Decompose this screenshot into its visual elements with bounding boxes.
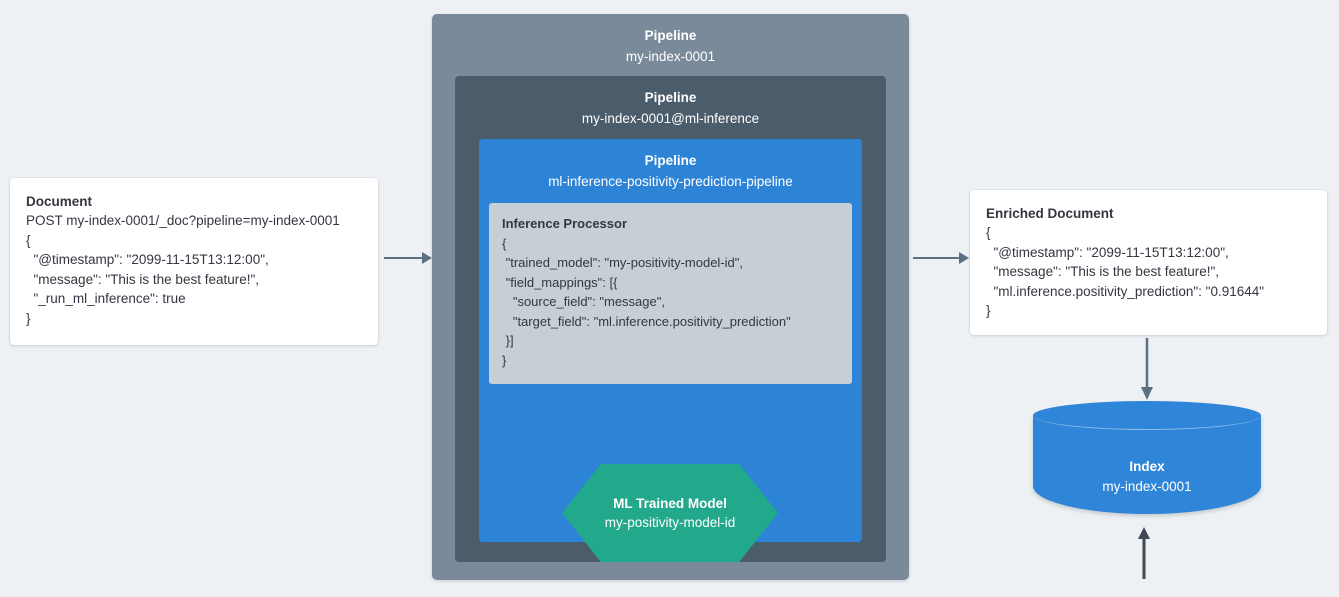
arrow-down-icon: [1137, 338, 1157, 400]
pipeline-inner: Pipeline ml-inference-positivity-predict…: [479, 139, 1150, 579]
pipeline-middle: Pipeline my-index-0001@ml-inference Pipe…: [455, 76, 1150, 579]
pipeline-middle-name: my-index-0001@ml-inference: [581, 111, 760, 126]
inference-processor-line: "source_field": "message",: [502, 294, 665, 309]
enriched-document-line: {: [986, 225, 991, 240]
inference-processor-line: "field_mappings": [{: [502, 274, 618, 290]
pipeline-outer-name: my-index-0001: [625, 49, 716, 64]
arrow-right-icon: [384, 248, 432, 268]
cylinder-top-ellipse: [1033, 401, 1261, 430]
enriched-document-card: Enriched Document { "@timestamp": "2099-…: [970, 190, 1327, 335]
document-line: POST my-index-0001/_doc?pipeline=my-inde…: [26, 213, 340, 228]
enriched-document-title: Enriched Document: [986, 206, 1114, 221]
document-line: {: [26, 232, 31, 248]
document-card: Document POST my-index-0001/_doc?pipelin…: [10, 178, 378, 345]
pipeline-inner-kind: Pipeline: [644, 153, 697, 168]
pipeline-outer: Pipeline my-index-0001 Pipeline my-index…: [432, 14, 1150, 580]
document-title: Document: [26, 194, 93, 209]
arrow-right-icon: [913, 248, 969, 268]
pipeline-outer-kind: Pipeline: [644, 28, 697, 43]
inference-processor-card: Inference Processor { "trained_model": "…: [489, 203, 852, 384]
pipeline-middle-header: Pipeline my-index-0001@ml-inference: [455, 76, 886, 128]
inference-processor-line: "trained_model": "my-positivity-model-id…: [502, 255, 743, 270]
enriched-document-line: "message": "This is the best feature!",: [986, 264, 1220, 279]
enriched-document-line: "@timestamp": "2099-11-15T13:12:00",: [986, 244, 1229, 260]
ml-trained-model-label: ML Trained Model my-positivity-model-id: [562, 464, 778, 562]
pipeline-inner-header: Pipeline ml-inference-positivity-predict…: [479, 139, 862, 191]
cylinder-body: [1033, 415, 1261, 514]
pipeline-outer-header: Pipeline my-index-0001: [432, 14, 909, 66]
enriched-document-line: }: [986, 303, 991, 318]
inference-processor-line: }]: [502, 333, 514, 348]
inference-processor-title: Inference Processor: [502, 216, 628, 231]
inference-processor-line: {: [502, 235, 507, 251]
inference-processor-line: "target_field": "ml.inference.positivity…: [502, 313, 791, 329]
document-line: "message": "This is the best feature!",: [26, 271, 260, 287]
ml-trained-model-name: my-positivity-model-id: [604, 515, 736, 530]
hexagon-shape: [562, 464, 778, 562]
ml-trained-model-hexagon: ML Trained Model my-positivity-model-id: [562, 464, 778, 562]
index-name: my-index-0001: [1102, 479, 1192, 494]
index-label: Index my-index-0001: [1033, 457, 1261, 497]
enriched-document-line: "ml.inference.positivity_prediction": "0…: [986, 283, 1265, 299]
pipeline-middle-kind: Pipeline: [644, 90, 697, 105]
arrow-up-icon: [1134, 527, 1154, 579]
document-line: }: [26, 310, 31, 326]
ml-trained-model-kind: ML Trained Model: [613, 496, 727, 511]
pipeline-inner-name: ml-inference-positivity-prediction-pipel…: [548, 174, 793, 189]
document-line: "_run_ml_inference": true: [26, 291, 186, 306]
inference-processor-line: }: [502, 352, 507, 368]
document-line: "@timestamp": "2099-11-15T13:12:00",: [26, 252, 269, 267]
index-kind: Index: [1129, 459, 1165, 474]
index-cylinder: Index my-index-0001: [1033, 401, 1261, 528]
